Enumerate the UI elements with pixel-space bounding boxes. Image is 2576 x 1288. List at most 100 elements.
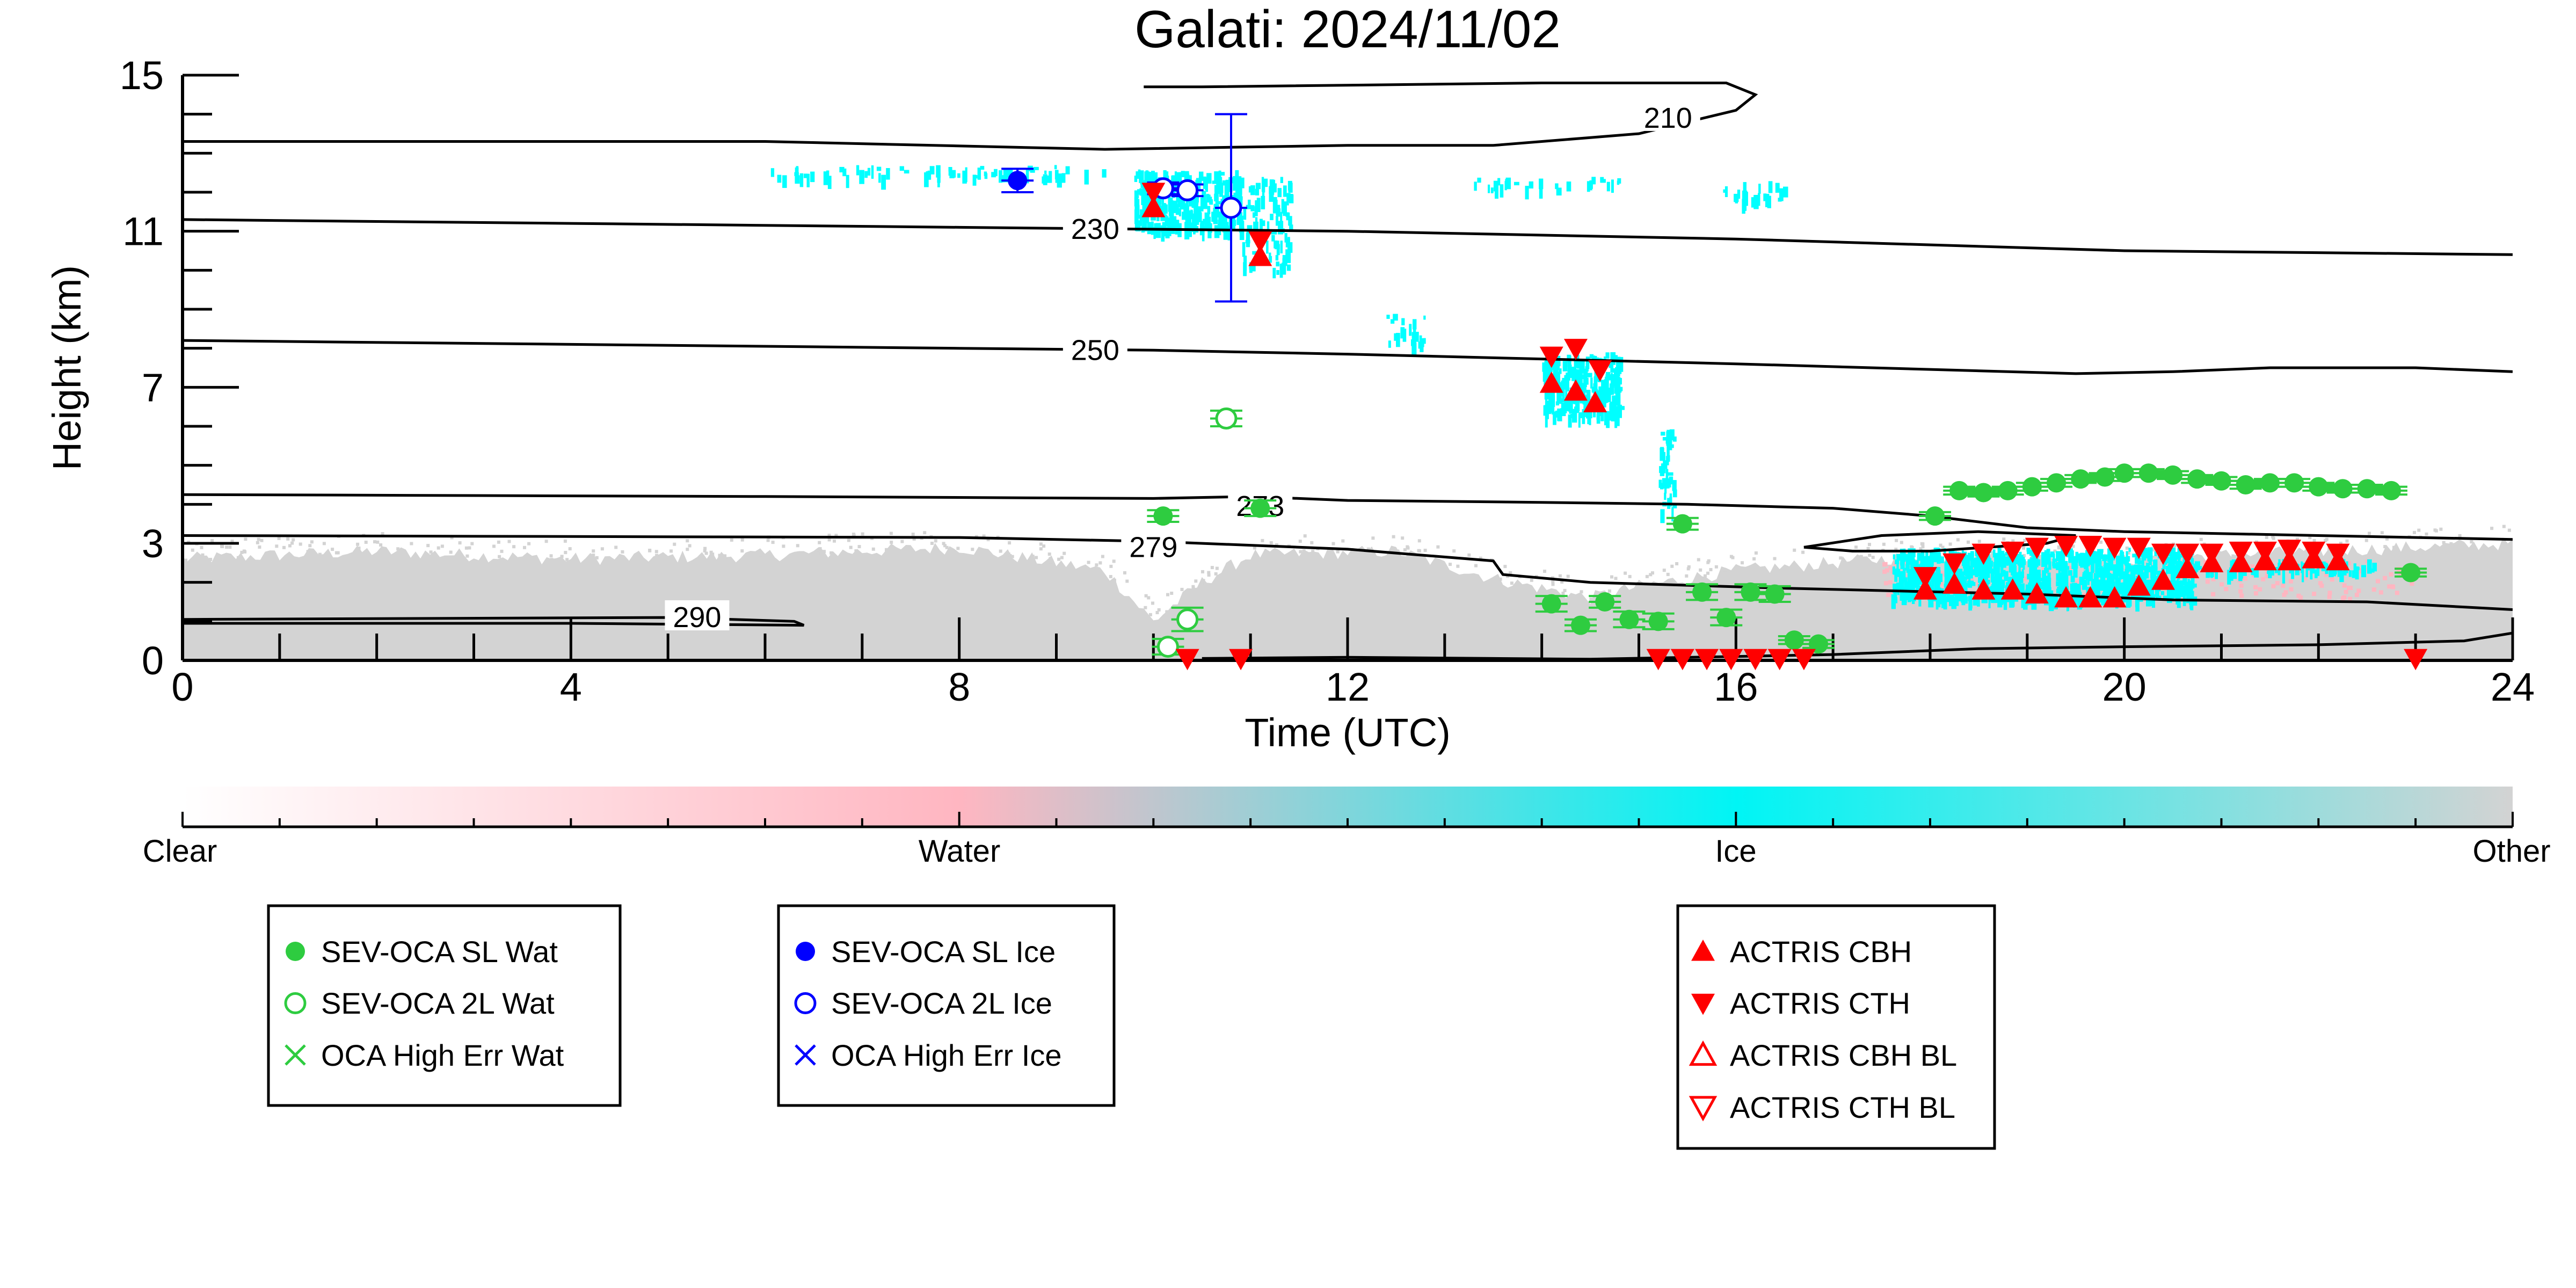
colorbar-label-other: Other [2472,834,2550,869]
mask-ice-pixel [1544,392,1550,400]
mask-other-speck [911,533,915,536]
mask-ice-pixel [2077,594,2082,610]
mask-ice-pixel [1202,226,1205,242]
mask-ice-pixel [1913,567,1917,583]
mask-other-speck [1847,561,1851,565]
mask-ice-pixel [1939,573,1943,583]
mask-ice-pixel [1277,188,1282,198]
mask-water-pixel [1886,593,1891,597]
mask-other-speck [827,538,831,542]
point-actris-cth [1588,360,1612,382]
mask-ice-pixel [1734,194,1739,202]
mask-other-speck [373,540,376,544]
mask-water-pixel [2341,596,2345,601]
mask-ice-pixel [2075,551,2079,563]
mask-ice-pixel [1961,571,1964,587]
legend-label: ACTRIS CBH BL [1730,1038,1957,1072]
mask-ice-pixel [2190,558,2194,565]
y-tick-label: 7 [142,365,164,410]
mask-ice-pixel [1664,492,1667,500]
mask-water-pixel [2348,596,2353,601]
mask-ice-pixel [2038,578,2043,581]
mask-water-pixel [2220,582,2224,587]
mask-ice-pixel [1279,264,1283,278]
mask-other-speck [1144,606,1147,609]
mask-water-pixel [1939,571,1944,576]
mask-water-pixel [2389,572,2393,577]
mask-other-speck [500,549,504,553]
mask-other-speck [2011,539,2015,543]
mask-other-speck [1706,571,1709,575]
mask-water-pixel [2376,579,2380,584]
mask-ice-pixel [1255,200,1258,212]
mask-other-speck [861,532,864,536]
mask-ice-pixel [1984,596,1988,603]
mask-water-pixel [1882,562,1887,567]
mask-ice-pixel [1605,385,1609,395]
mask-ice-pixel [899,166,904,171]
mask-ice-pixel [1973,569,1976,576]
legend-marker-open-triangle-down [1689,1096,1718,1122]
mask-ice-pixel [1542,362,1546,372]
mask-ice-pixel [1666,431,1669,446]
mask-ice-pixel [2038,578,2041,587]
mask-ice-pixel [1142,218,1147,231]
mask-other-speck [1747,569,1750,573]
mask-other-speck [2127,551,2130,555]
mask-other-speck [512,545,516,549]
contour-label-bg [665,600,730,631]
point-actris-cth [1695,649,1719,671]
mask-ice-pixel [1968,552,1971,561]
legend-label: ACTRIS CTH BL [1730,1090,1955,1124]
point-sev-oca-sl-wat [2284,473,2304,493]
mask-other-speck [2434,529,2438,533]
mask-ice-pixel [1276,241,1279,245]
mask-other-speck [1191,585,1195,588]
mask-other-speck [2152,548,2155,552]
mask-ice-pixel [1672,489,1677,498]
mask-other-speck [426,544,430,548]
mask-ice-pixel [2139,560,2143,564]
mask-ice-pixel [1978,577,1982,583]
mask-ice-pixel [2104,555,2110,559]
mask-ice-pixel [1612,395,1616,408]
mask-ice-pixel [1254,206,1258,216]
mask-ice-pixel [1583,372,1587,388]
mask-water-pixel [2317,566,2322,571]
mask-ice-pixel [1919,563,1924,570]
mask-other-speck [1729,555,1733,558]
mask-other-speck [1039,542,1043,546]
mask-ice-pixel [1221,213,1227,227]
mask-other-speck [1561,592,1565,595]
mask-other-speck [1624,571,1627,575]
mask-other-speck [1112,559,1116,563]
mask-ice-pixel [1214,225,1220,238]
mask-ice-pixel [2079,577,2084,585]
mask-ice-pixel [1270,229,1274,235]
point-sev-oca-sl-wat [2260,473,2280,493]
mask-ice-pixel [1185,200,1189,207]
mask-ice-pixel [1612,404,1615,418]
mask-other-speck [379,543,383,547]
point-actris-cth [2151,543,2175,565]
mask-ice-pixel [1548,402,1552,412]
mask-other-speck [1095,563,1098,567]
mask-ice-pixel [1275,255,1279,261]
mask-other-speck [2339,542,2342,545]
mask-ice-pixel [2268,566,2272,578]
mask-ice-pixel [1550,365,1553,373]
mask-other-speck [1991,551,1995,555]
mask-other-speck [1087,561,1090,564]
point-actris-cth [2054,536,2078,557]
point-sev-oca-sl-wat [2114,463,2134,483]
mask-other-speck [1210,566,1214,570]
mask-ice-pixel [1669,476,1673,485]
point-actris-cth [2025,537,2049,559]
mask-water-pixel [2239,593,2244,598]
mask-ice-pixel [2160,591,2165,595]
mask-ice-pixel [1243,265,1246,275]
y-tick-label: 15 [120,53,164,98]
mask-other-speck [1109,575,1112,578]
mask-ice-pixel [2369,568,2375,573]
mask-ice-pixel [1147,172,1153,183]
